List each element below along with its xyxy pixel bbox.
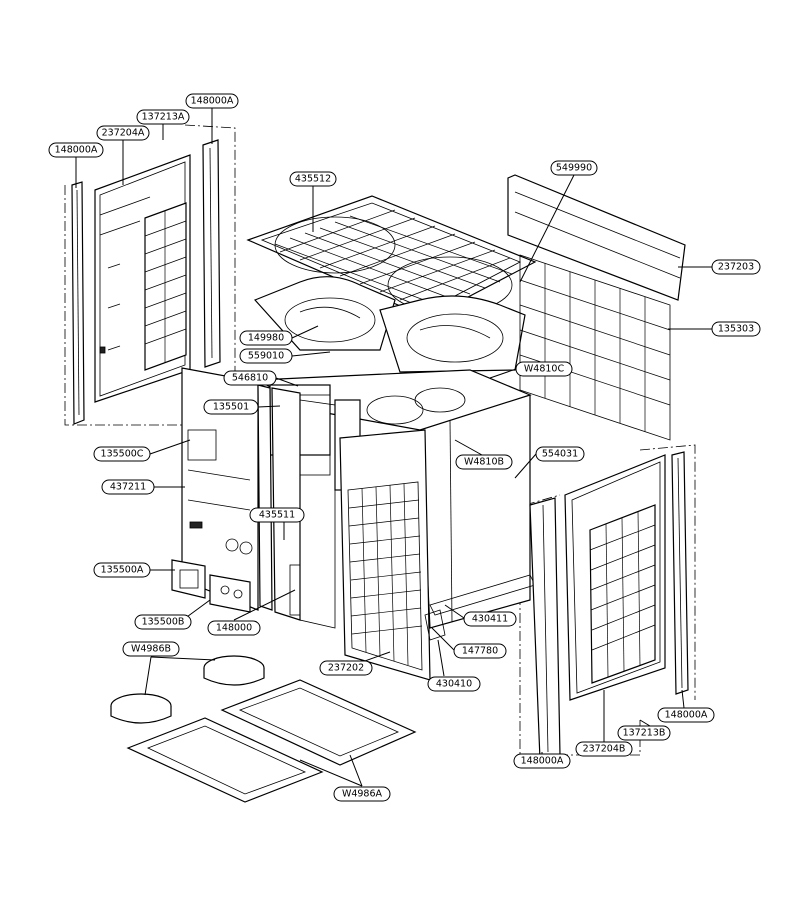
label-w4986a: W4986A bbox=[333, 786, 391, 802]
left-side-panel-assembly bbox=[71, 139, 221, 425]
svg-text:148000A: 148000A bbox=[521, 756, 564, 767]
label-135500b: 135500B bbox=[134, 614, 192, 630]
label-148000a-bottom: 148000A bbox=[513, 753, 571, 769]
svg-text:237204A: 237204A bbox=[102, 128, 145, 139]
label-135500c: 135500C bbox=[93, 446, 151, 462]
svg-text:W4986A: W4986A bbox=[342, 789, 383, 800]
label-135500a: 135500A bbox=[93, 562, 151, 578]
right-side-panel-assembly bbox=[529, 451, 689, 761]
label-w4810c: W4810C bbox=[515, 361, 573, 377]
part-labels: 148000A 137213A 237204A 148000A 435512 5… bbox=[48, 93, 761, 802]
label-237203: 237203 bbox=[711, 259, 761, 275]
svg-text:137213A: 137213A bbox=[142, 112, 185, 123]
label-549990: 549990 bbox=[550, 160, 598, 176]
label-w4986b: W4986B bbox=[122, 641, 180, 657]
label-237204a: 237204A bbox=[96, 125, 150, 141]
svg-text:149980: 149980 bbox=[248, 333, 284, 344]
svg-text:559010: 559010 bbox=[248, 351, 284, 362]
svg-text:W4810B: W4810B bbox=[464, 457, 504, 468]
small-cover-panels bbox=[171, 559, 251, 613]
rear-heat-exchanger bbox=[519, 254, 671, 441]
svg-text:135303: 135303 bbox=[718, 324, 754, 335]
label-546810: 546810 bbox=[223, 370, 277, 386]
label-554031: 554031 bbox=[535, 446, 585, 462]
svg-text:W4986B: W4986B bbox=[131, 644, 171, 655]
label-430411: 430411 bbox=[463, 611, 517, 627]
label-430410: 430410 bbox=[427, 676, 481, 692]
svg-text:135500A: 135500A bbox=[101, 565, 144, 576]
label-435511: 435511 bbox=[249, 507, 305, 523]
svg-text:435511: 435511 bbox=[259, 510, 295, 521]
svg-text:437211: 437211 bbox=[110, 482, 146, 493]
label-w4810b: W4810B bbox=[455, 454, 513, 470]
svg-text:137213B: 137213B bbox=[623, 728, 666, 739]
svg-text:430411: 430411 bbox=[472, 614, 508, 625]
fan-shrouds bbox=[253, 276, 526, 373]
label-135303: 135303 bbox=[711, 321, 761, 337]
label-237202: 237202 bbox=[319, 660, 373, 676]
svg-text:135500C: 135500C bbox=[101, 449, 144, 460]
rear-top-panel bbox=[507, 174, 686, 301]
label-148000: 148000 bbox=[207, 620, 261, 636]
svg-text:W4810C: W4810C bbox=[524, 364, 565, 375]
svg-text:148000A: 148000A bbox=[665, 710, 708, 721]
svg-text:435512: 435512 bbox=[295, 174, 331, 185]
label-237204b: 237204B bbox=[575, 741, 633, 757]
svg-text:546810: 546810 bbox=[232, 373, 268, 384]
svg-text:148000A: 148000A bbox=[191, 96, 234, 107]
svg-text:237204B: 237204B bbox=[583, 744, 626, 755]
svg-text:148000A: 148000A bbox=[55, 145, 98, 156]
label-147780: 147780 bbox=[453, 643, 507, 659]
label-148000a-top: 148000A bbox=[185, 93, 239, 109]
label-137213b: 137213B bbox=[617, 725, 671, 741]
label-137213a: 137213A bbox=[136, 109, 190, 125]
svg-text:237202: 237202 bbox=[328, 663, 364, 674]
svg-text:430410: 430410 bbox=[436, 679, 472, 690]
label-149980: 149980 bbox=[239, 330, 293, 346]
svg-text:147780: 147780 bbox=[462, 646, 498, 657]
label-148000a-right: 148000A bbox=[657, 707, 715, 723]
svg-text:135500B: 135500B bbox=[142, 617, 185, 628]
svg-text:135501: 135501 bbox=[213, 402, 249, 413]
label-135501: 135501 bbox=[203, 399, 259, 415]
svg-text:554031: 554031 bbox=[542, 449, 578, 460]
label-148000a-left: 148000A bbox=[48, 142, 104, 158]
label-559010: 559010 bbox=[239, 348, 293, 364]
svg-text:148000: 148000 bbox=[216, 623, 252, 634]
label-437211: 437211 bbox=[101, 479, 155, 495]
svg-text:549990: 549990 bbox=[556, 163, 592, 174]
label-435512: 435512 bbox=[289, 171, 337, 187]
svg-text:237203: 237203 bbox=[718, 262, 754, 273]
bottom-covers bbox=[110, 655, 417, 803]
main-cabinet bbox=[181, 367, 536, 681]
